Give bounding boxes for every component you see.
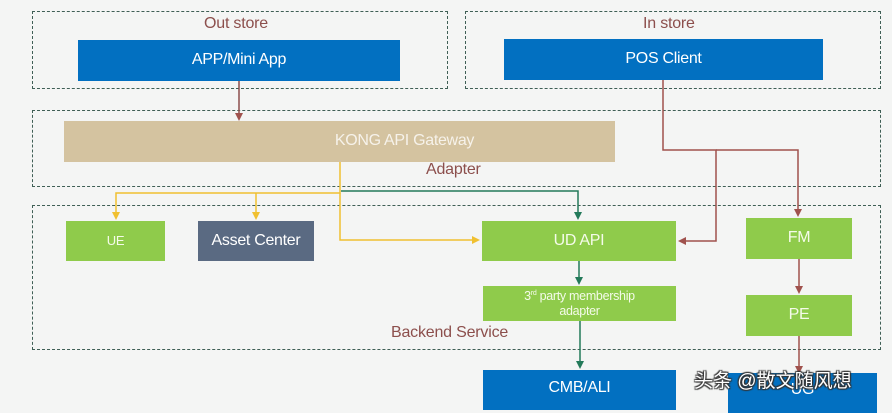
ug-label: UG — [790, 380, 815, 398]
third-party-membership-adapter-node: 3rd party membership adapter — [483, 286, 676, 321]
pos-client-label: POS Client — [625, 50, 702, 68]
third-party-line-2: adapter — [559, 303, 600, 318]
watermark-text: 头条 @散文随风想 — [694, 371, 852, 392]
pe-label: PE — [788, 306, 810, 324]
in-store-label: In store — [643, 15, 695, 32]
ud-api-node: UD API — [482, 221, 676, 261]
third-party-line-1: 3rd party membership — [524, 289, 635, 304]
out-store-label: Out store — [204, 15, 269, 32]
out-store-group — [32, 11, 448, 89]
kong-api-gateway-label: KONG API Gateway — [334, 132, 475, 150]
asset-center-label: Asset Center — [211, 231, 301, 249]
fm-label: FM — [787, 229, 811, 247]
cmb-ali-node: CMB/ALI — [483, 370, 676, 410]
ue-node: UE — [66, 221, 165, 261]
pos-client-node: POS Client — [504, 39, 823, 80]
asset-center-node: Asset Center — [198, 221, 314, 261]
backend-service-label: Backend Service — [391, 324, 509, 341]
adapter-group — [32, 110, 881, 187]
ud-api-label: UD API — [553, 231, 605, 249]
adapter-label: Adapter — [426, 161, 481, 178]
kong-api-gateway-node: KONG API Gateway — [64, 121, 615, 162]
app-mini-app-node: APP/Mini App — [78, 40, 400, 81]
cmb-ali-label: CMB/ALI — [548, 378, 611, 396]
app-mini-app-label: APP/Mini App — [191, 51, 287, 69]
pe-node: PE — [746, 295, 852, 336]
ue-label: UE — [106, 232, 125, 248]
fm-node: FM — [746, 218, 852, 259]
